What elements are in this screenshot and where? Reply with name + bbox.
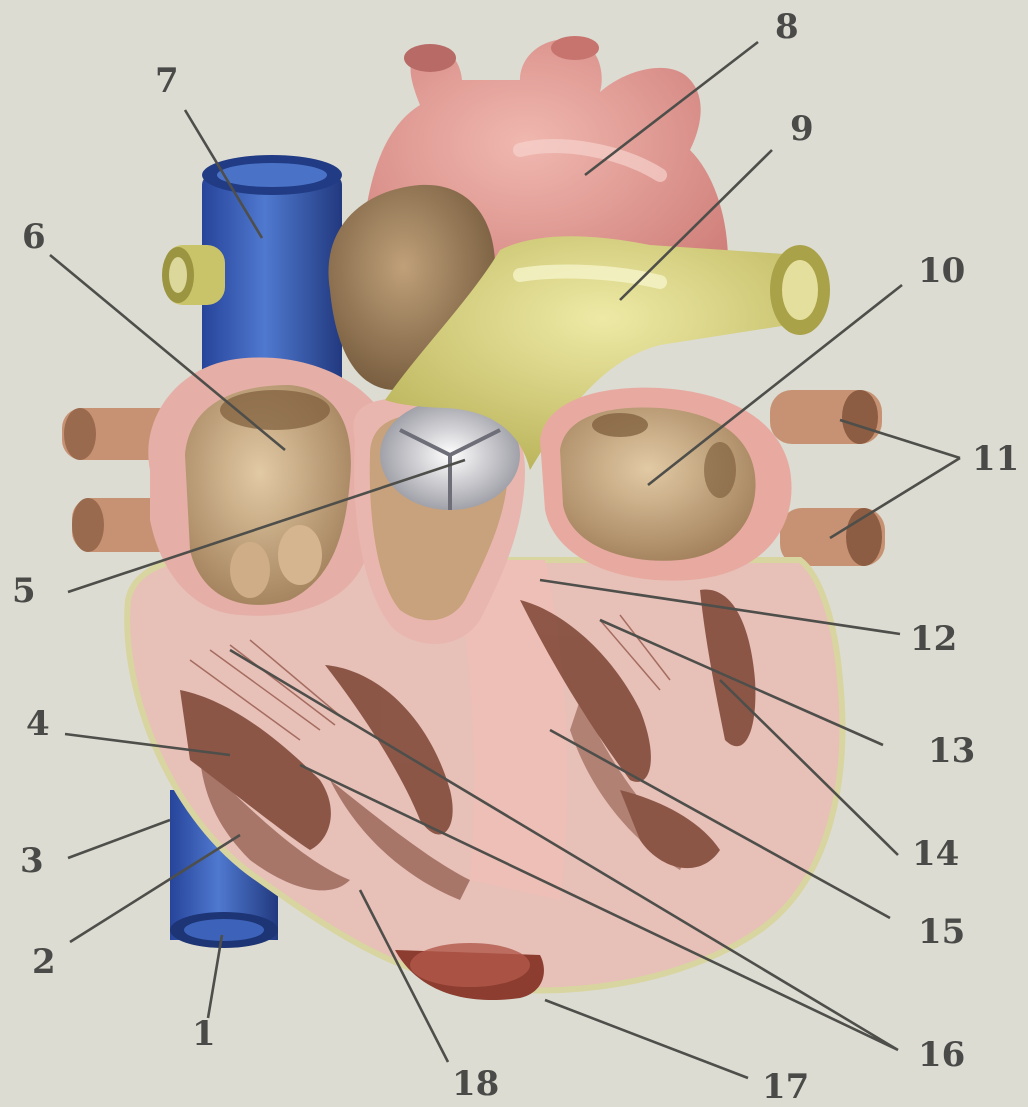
label-5: 5: [12, 571, 36, 611]
label-8: 8: [775, 7, 799, 47]
label-14: 14: [912, 834, 959, 874]
label-3: 3: [20, 841, 44, 881]
label-2: 2: [32, 942, 56, 982]
label-12: 12: [910, 619, 957, 659]
left-atrium: [540, 388, 792, 581]
label-9: 9: [790, 109, 814, 149]
label-17: 17: [762, 1067, 809, 1107]
label-4: 4: [26, 704, 50, 744]
label-16: 16: [918, 1035, 965, 1075]
label-6: 6: [22, 217, 46, 257]
label-10: 10: [918, 251, 965, 291]
label-13: 13: [928, 731, 975, 771]
label-11: 11: [972, 439, 1019, 479]
right-atrium: [148, 357, 387, 615]
label-1: 1: [192, 1014, 216, 1054]
label-15: 15: [918, 912, 965, 952]
left-small-vessel: [162, 245, 225, 305]
label-18: 18: [452, 1064, 499, 1104]
label-7: 7: [155, 61, 179, 101]
